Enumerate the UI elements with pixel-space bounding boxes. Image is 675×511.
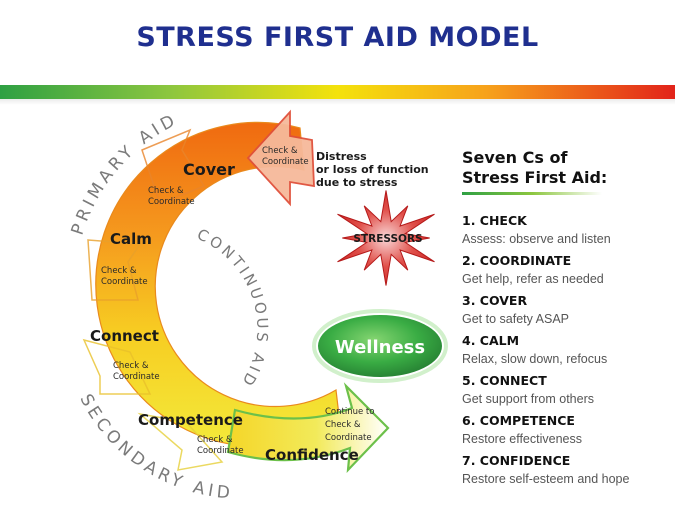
stage-cover: Cover: [183, 160, 235, 179]
seven-cs-panel: Seven Cs of Stress First Aid: 1. CHECK A…: [462, 148, 667, 492]
check-coordinate-3: Check & Coordinate: [101, 266, 148, 287]
segment-arrow-cover: [141, 128, 206, 205]
item-name: 1. CHECK: [462, 213, 527, 228]
seven-cs-heading-line1: Seven Cs of: [462, 148, 568, 167]
stage-connect: Connect: [90, 327, 159, 345]
stressors-burst: STRESSORS: [337, 190, 435, 286]
stage-competence: Competence: [138, 411, 243, 429]
segment-arrow-connect: [82, 338, 152, 395]
list-item: 3. COVER Get to safety ASAP: [462, 292, 667, 332]
list-item: 6. COMPETENCE Restore effectiveness: [462, 412, 667, 452]
list-item: 4. CALM Relax, slow down, refocus: [462, 332, 667, 372]
list-item: 1. CHECK Assess: observe and listen: [462, 212, 667, 252]
list-item: 7. CONFIDENCE Restore self-esteem and ho…: [462, 452, 667, 492]
item-name: 4. CALM: [462, 333, 520, 348]
wellness-badge: Wellness: [312, 309, 448, 383]
confidence-arrow: [226, 382, 390, 474]
item-name: 2. COORDINATE: [462, 253, 572, 268]
item-description: Relax, slow down, refocus: [462, 352, 608, 366]
stress-first-aid-diagram: PRIMARY AID CONTINUOUS AID SECONDARY AID…: [68, 109, 448, 504]
item-description: Restore self-esteem and hope: [462, 472, 630, 486]
item-description: Restore effectiveness: [462, 432, 582, 446]
stage-calm: Calm: [110, 230, 152, 248]
item-description: Get help, refer as needed: [462, 272, 604, 286]
heading-underline: [462, 192, 602, 195]
check-coordinate-4: Check & Coordinate: [113, 361, 160, 382]
continue-coordinate-label: Continue to Check & Coordinate: [325, 407, 377, 443]
item-name: 3. COVER: [462, 293, 528, 308]
wellness-label: Wellness: [335, 337, 425, 358]
item-description: Get support from others: [462, 392, 595, 406]
page-title: STRESS FIRST AID MODEL: [136, 22, 539, 53]
continuous-aid-label: CONTINUOUS AID: [194, 225, 271, 391]
seven-cs-list: 1. CHECK Assess: observe and listen 2. C…: [462, 212, 667, 492]
item-name: 6. COMPETENCE: [462, 413, 575, 428]
check-coordinate-1: Check & Coordinate: [262, 146, 309, 167]
list-item: 2. COORDINATE Get help, refer as needed: [462, 252, 667, 292]
check-coordinate-5: Check & Coordinate: [197, 435, 244, 456]
gradient-band-shadow: [0, 99, 675, 105]
stage-confidence: Confidence: [265, 446, 359, 464]
check-coordinate-2: Check & Coordinate: [148, 186, 195, 207]
list-item: 5. CONNECT Get support from others: [462, 372, 667, 412]
item-name: 7. CONFIDENCE: [462, 453, 571, 468]
cover-arrowhead: [246, 109, 315, 207]
seven-cs-heading-line2: Stress First Aid:: [462, 168, 608, 187]
item-name: 5. CONNECT: [462, 373, 547, 388]
item-description: Get to safety ASAP: [462, 312, 570, 326]
seven-cs-heading: Seven Cs of Stress First Aid:: [462, 148, 667, 188]
item-description: Assess: observe and listen: [462, 232, 611, 246]
stressors-label: STRESSORS: [353, 233, 422, 245]
distress-label: Distress or loss of function due to stre…: [316, 150, 432, 189]
segment-arrow-calm: [87, 239, 142, 301]
segment-arrow-competence: [137, 412, 224, 471]
gradient-band: [0, 85, 675, 99]
